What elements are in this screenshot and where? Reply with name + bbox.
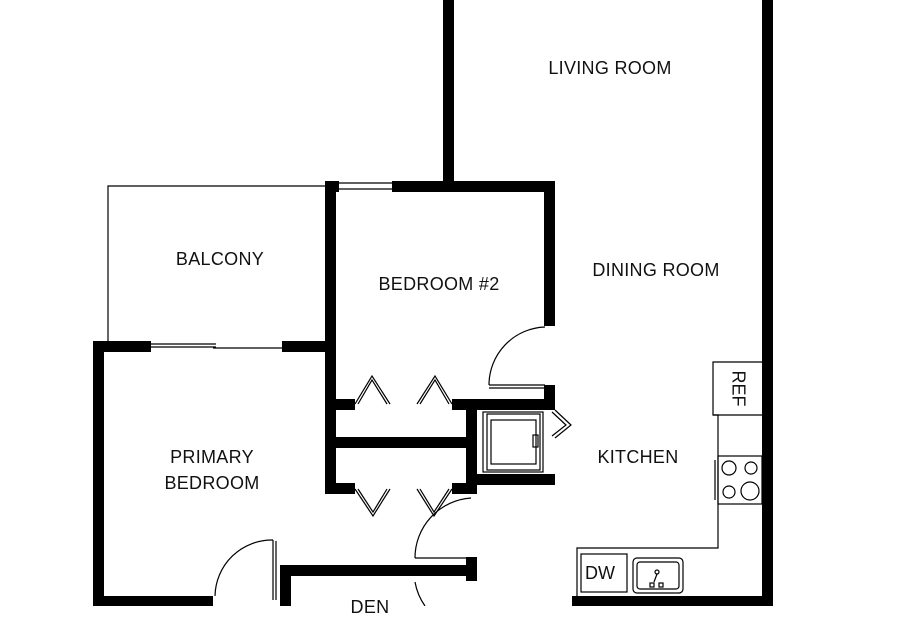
wall-bedroom2-right-lower	[544, 385, 555, 410]
room-label-den: DEN	[350, 597, 390, 617]
room-label-kitchen: KITCHEN	[597, 447, 679, 467]
room-label-bedroom2: BEDROOM #2	[378, 274, 500, 294]
room-label-living: LIVING ROOM	[548, 58, 672, 78]
wall-bedroom2-right	[544, 181, 555, 326]
dishwasher-label: DW	[585, 563, 615, 583]
wall-bedroom2-left	[325, 181, 336, 493]
range-icon	[717, 455, 763, 505]
refrigerator-label: REF	[728, 370, 749, 407]
wall-primary-top-right	[282, 341, 336, 352]
wall-bedroom2-top-right	[392, 181, 555, 192]
room-label-primary-line1: PRIMARY	[170, 447, 254, 467]
wall-primary-left	[93, 341, 104, 606]
wall-primary-top-left	[93, 341, 151, 352]
room-label-balcony: BALCONY	[175, 249, 265, 269]
wall-primary-bottom	[93, 596, 213, 606]
room-label-dining: DINING ROOM	[592, 260, 720, 280]
wall-living-right	[762, 0, 773, 606]
wall-living-left	[443, 0, 454, 186]
room-label-primary-line2: BEDROOM	[164, 473, 260, 493]
